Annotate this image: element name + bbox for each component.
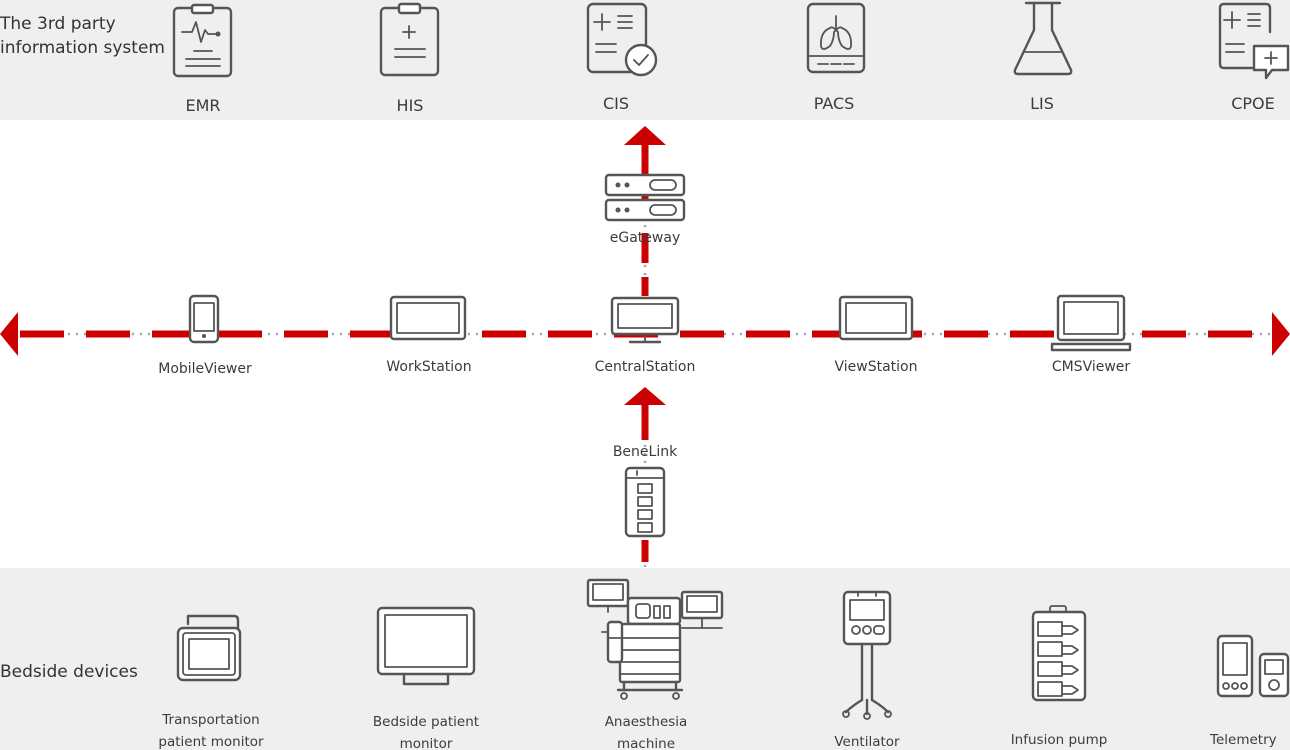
label-his: HIS [396, 96, 424, 115]
order-chat-icon [1218, 2, 1290, 80]
label-cis: CIS [602, 94, 630, 113]
bedside-section-label: Bedside devices [0, 662, 138, 682]
ecg-clipboard-icon [172, 3, 233, 78]
label-centralstation: CentralStation [594, 359, 696, 375]
laptop-icon [1050, 294, 1132, 352]
label-pacs: PACS [813, 94, 855, 113]
up-arrowhead-center [624, 387, 666, 405]
infusion-pump-icon [1031, 605, 1087, 702]
lungs-tablet-icon [806, 2, 866, 74]
label-infusion-pump: Infusion pump [1010, 732, 1108, 748]
label-emr: EMR [185, 96, 221, 115]
third-party-section-label: The 3rd party information system [0, 12, 165, 60]
server-icon [604, 173, 686, 222]
switch-icon [624, 466, 666, 538]
document-check-icon [586, 2, 658, 77]
anaesthesia-line-2: machine [616, 736, 675, 750]
desktop-icon [610, 296, 680, 344]
label-ventilator: Ventilator [834, 734, 900, 750]
label-anaesthesia-machine: Anaesthesia machine [571, 711, 721, 750]
label-benelink: BeneLink [612, 444, 678, 460]
label-bedside-monitor: Bedside patient monitor [351, 711, 501, 750]
transport-monitor-line-2: patient monitor [158, 734, 264, 750]
transport-monitor-icon [176, 614, 242, 682]
ventilator-icon [842, 590, 892, 720]
monitor-icon [389, 295, 467, 341]
label-lis: LIS [1030, 94, 1054, 113]
anaesthesia-line-1: Anaesthesia [604, 714, 688, 730]
label-telemetry: Telemetry [1210, 732, 1277, 748]
transport-monitor-line-1: Transportation [162, 712, 260, 728]
display-icon [838, 295, 914, 341]
label-viewstation: ViewStation [834, 359, 918, 375]
label-cpoe: CPOE [1231, 94, 1275, 113]
right-arrowhead [1272, 312, 1290, 356]
lab-flask-icon [1013, 1, 1073, 76]
left-arrowhead [0, 312, 18, 356]
third-party-label-line-1: The 3rd party [0, 14, 116, 34]
label-workstation: WorkStation [386, 359, 472, 375]
bedside-monitor-line-1: Bedside patient [372, 714, 480, 730]
up-arrowhead-top [624, 126, 666, 145]
medical-clipboard-icon [379, 2, 440, 77]
label-cmsviewer: CMSViewer [1051, 359, 1131, 375]
third-party-label-line-2: information system [0, 38, 165, 58]
label-egateway: eGateway [609, 230, 681, 246]
phone-icon [188, 294, 220, 344]
telemetry-icon [1216, 634, 1290, 698]
bedside-monitor-line-2: monitor [399, 736, 453, 750]
label-transport-monitor: Transportation patient monitor [136, 709, 286, 750]
anaesthesia-machine-icon [586, 578, 724, 700]
label-mobileviewer: MobileViewer [158, 361, 252, 377]
bedside-monitor-icon [376, 606, 476, 686]
